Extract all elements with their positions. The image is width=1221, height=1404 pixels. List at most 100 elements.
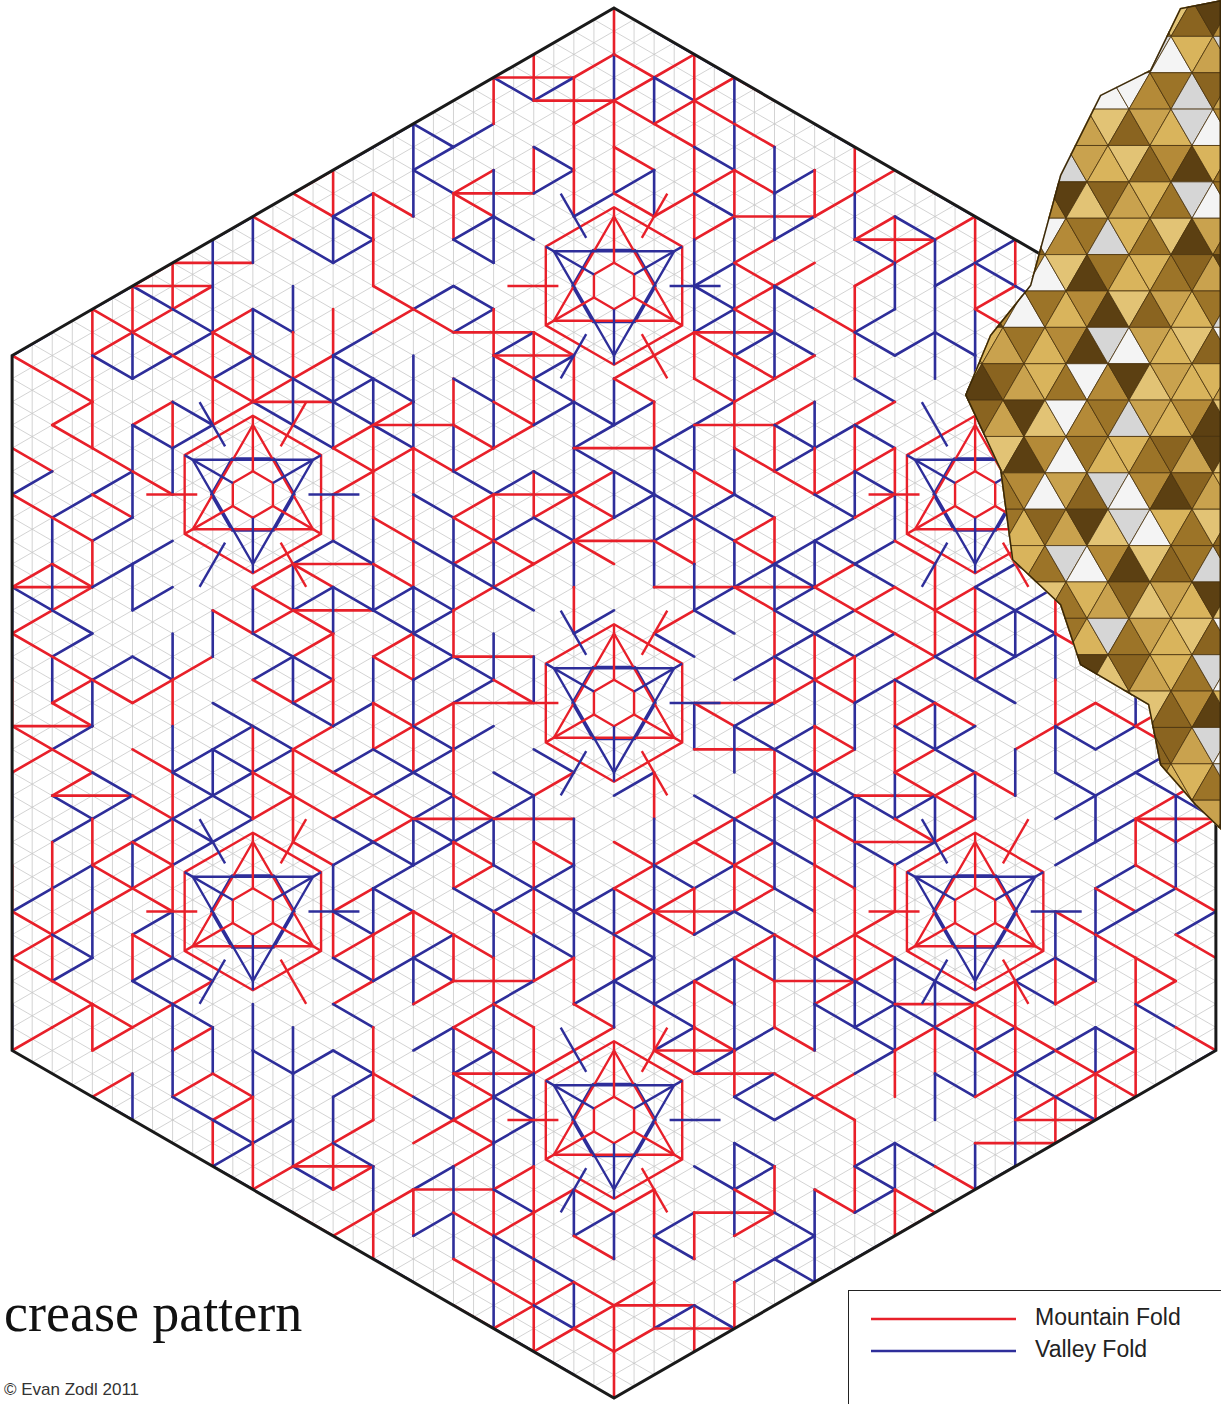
crease-line [815,471,855,494]
crease-line [775,773,815,796]
crease-line [1096,888,1136,911]
crease-line [173,332,213,355]
crease-line [494,402,534,425]
crease-line [453,448,493,471]
grid-line [413,0,414,1404]
photo-facet [856,73,898,109]
crease-line [453,1120,493,1143]
crease-line [773,147,776,193]
crease-line [934,610,937,656]
crease-line [1055,958,1095,981]
grid-line [232,0,233,1404]
crease-line [773,657,776,703]
crease-line [1096,819,1136,842]
crease-line [333,1166,373,1189]
crease-line [453,1074,493,1097]
photo-facet [856,291,898,327]
grid-line [0,329,1221,1404]
crease-line [173,425,213,448]
crease-line [935,749,975,772]
grid-line [0,0,1221,1182]
crease-line [1134,958,1137,1004]
crease-line [1134,819,1137,865]
crease-line [372,240,375,286]
photo-facet [940,0,982,36]
crease-line [534,471,574,494]
photo-facet [877,255,919,291]
crease-line [573,1282,576,1328]
crease-line [333,773,373,796]
photo-facet [1003,582,1045,618]
crease-line [132,356,172,379]
photo-facet [1192,837,1221,873]
crease-line [815,193,855,216]
crease-line [532,657,535,703]
crease-line [132,657,172,680]
crease-line [413,1213,453,1236]
crease-line [453,680,493,703]
crease-line [413,541,453,564]
crease-line [92,356,132,379]
crease-line [573,495,576,541]
crease-line [653,1282,656,1328]
grid-line [0,329,1221,1404]
crease-line [532,1166,535,1212]
crease-line [733,402,736,448]
crease-line [292,749,295,795]
crease-line [574,402,614,425]
crease-line [895,726,935,749]
photo-facet [982,655,1024,691]
crease-line [813,773,816,819]
crease-line [573,170,576,216]
grid-line [0,398,1221,1404]
crease-line [494,356,534,379]
crease-line [775,1074,815,1097]
crease-line [131,471,134,517]
crease-line [372,1027,375,1073]
photo-facet [1024,800,1066,836]
crease-line [694,981,734,1004]
crease-line [132,680,172,703]
grid-line [0,33,1221,1404]
crease-line [492,78,495,124]
crease-line [494,587,534,610]
crease-line [654,888,694,911]
crease-line [975,1027,1015,1050]
crease-line [292,796,295,842]
crease-line [734,958,774,981]
crease-line [494,865,534,888]
crease-line [173,749,213,772]
crease-line [935,1074,975,1097]
photo-facet [961,546,1003,582]
photo-facet [919,618,961,654]
crease-line [653,448,656,494]
crease-line [895,703,935,726]
crease-line [654,101,694,124]
crease-line [453,495,493,518]
crease-line [173,657,213,680]
crease-line [1055,912,1095,935]
crease-line [894,1004,897,1050]
crease-line [333,448,373,471]
photo-facet [1024,691,1066,727]
crease-line [775,1027,815,1050]
crease-line [1014,610,1017,656]
crease-line [131,1074,134,1120]
photo-facet [919,36,961,72]
photo-facet [1045,800,1087,836]
grid-line [0,0,1221,1095]
crease-line [12,634,52,657]
crease-line [853,981,856,1027]
crease-line [773,1166,776,1212]
crease-line [733,1282,736,1328]
crease-line [213,1120,253,1143]
crease-line [573,958,576,1004]
crease-line [813,819,816,865]
crease-line [894,773,897,819]
